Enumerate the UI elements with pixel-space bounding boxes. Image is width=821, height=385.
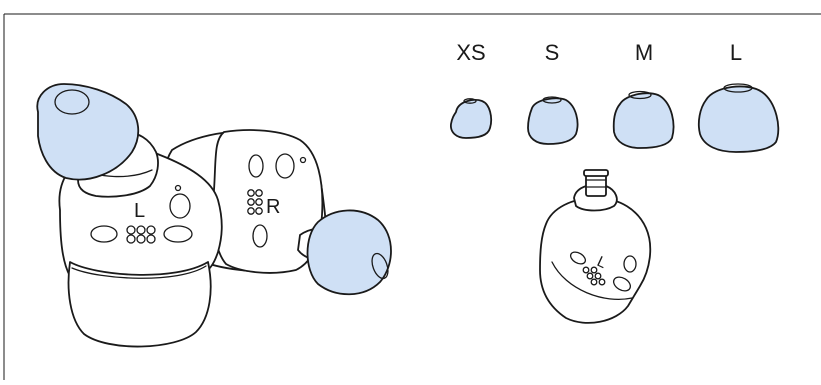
right-marking: R [266, 196, 280, 218]
left-marking: L [134, 200, 145, 222]
ear-tip-xs [450, 98, 493, 139]
ear-tip-m [612, 90, 675, 149]
ear-tip-l [697, 83, 780, 153]
left-ear-tip [36, 83, 140, 181]
size-label-l: L [729, 40, 743, 65]
size-label-s: S [544, 40, 560, 65]
ear-tip-s [527, 96, 579, 145]
left-earbud-tip-removed: L [539, 169, 652, 324]
size-label-m: M [634, 40, 654, 65]
size-label-xs: XS [456, 40, 486, 65]
right-ear-tip [306, 209, 392, 296]
left-earbud: L [36, 83, 223, 348]
